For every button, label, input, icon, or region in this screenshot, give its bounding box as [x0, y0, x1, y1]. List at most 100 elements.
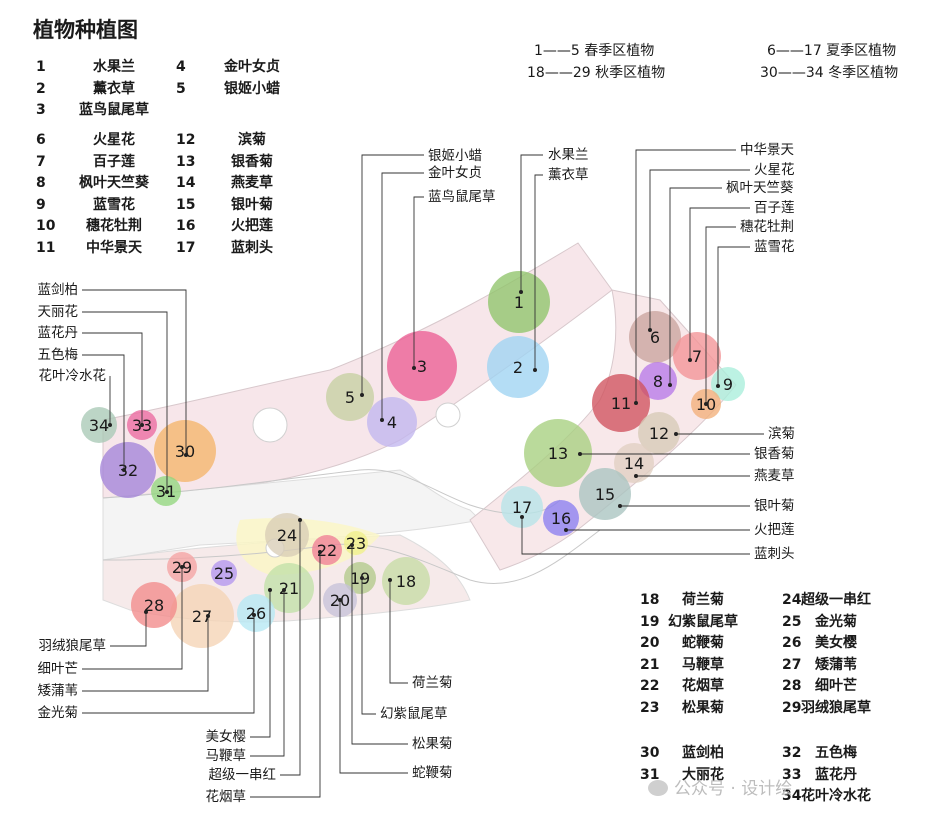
leader-line	[82, 332, 143, 425]
legend-number: 34	[782, 788, 802, 804]
legend-number: 10	[36, 218, 56, 234]
leader-dot	[180, 565, 184, 569]
plant-number: 19	[350, 569, 370, 588]
plant-number: 2	[513, 358, 523, 377]
leader-dot	[338, 598, 342, 602]
leader-dot	[298, 518, 302, 522]
callout-label: 燕麦草	[754, 468, 795, 484]
leader-dot	[674, 432, 678, 436]
legend-number: 6	[36, 132, 46, 148]
callout-label: 滨菊	[768, 426, 795, 442]
season-legend-spring: 1——5 春季区植物	[534, 43, 655, 59]
legend-number: 29	[782, 699, 802, 716]
callout-label: 蓝雪花	[754, 239, 795, 255]
legend-number: 1	[36, 59, 46, 75]
legend-plant-name: 蛇鞭菊	[682, 635, 724, 651]
leader-dot	[704, 402, 708, 406]
legend-plant-name: 火把莲	[231, 218, 273, 234]
legend-plant-name: 枫叶天竺葵	[79, 175, 149, 191]
legend-plant-name: 薰衣草	[93, 80, 135, 97]
callout-label: 超级一串红	[209, 767, 277, 783]
leader-line	[110, 612, 147, 647]
plant-number: 30	[175, 442, 195, 461]
legend-plant-name: 金叶女贞	[224, 59, 280, 75]
page-title: 植物种植图	[33, 18, 138, 42]
legend-plant-name: 中华景天	[86, 239, 142, 256]
plant-number: 16	[551, 509, 571, 528]
callout-label: 美女樱	[206, 728, 247, 745]
leader-line	[361, 154, 424, 395]
season-legend-autumn: 18——29 秋季区植物	[527, 65, 666, 81]
plant-circle	[614, 443, 654, 483]
legend-plant-name: 蓝雪花	[93, 196, 135, 213]
legend-plant-name: 美女樱	[815, 635, 857, 651]
plant-number: 6	[650, 328, 660, 347]
legend-number: 12	[176, 132, 196, 148]
leader-line	[82, 311, 168, 492]
callout-label: 银叶菊	[754, 498, 795, 514]
leader-dot	[688, 358, 692, 362]
plant-number: 5	[345, 388, 355, 407]
legend-plant-name: 五色梅	[815, 745, 857, 761]
legend-plant-name: 矮蒲苇	[815, 656, 857, 673]
leader-line	[705, 226, 736, 404]
legend-number: 28	[782, 678, 802, 694]
plant-circle	[639, 362, 677, 400]
leader-line	[520, 154, 543, 292]
plant-circle	[387, 331, 457, 401]
leader-line	[717, 246, 750, 386]
legend-number: 14	[176, 175, 196, 191]
leader-line	[280, 520, 301, 776]
callout-label: 银姬小蜡	[428, 148, 482, 164]
leader-dot	[282, 588, 286, 592]
leader-dot	[122, 468, 126, 472]
callout-label: 火星花	[754, 162, 795, 178]
leader-dot	[519, 290, 523, 294]
legend-number: 16	[176, 218, 196, 234]
legend-plant-name: 银姬小蜡	[224, 80, 280, 97]
callout-label: 荷兰菊	[412, 675, 453, 691]
legend-number: 2	[36, 80, 46, 97]
plant-number: 22	[317, 541, 337, 560]
plant-number: 21	[279, 579, 299, 598]
callout-label: 幻紫鼠尾草	[380, 706, 448, 722]
plant-number: 3	[417, 357, 427, 376]
plant-number: 18	[396, 572, 416, 591]
legend-number: 32	[782, 745, 802, 761]
legend-plant-name: 蓝鸟鼠尾草	[79, 102, 149, 118]
legend-number: 9	[36, 196, 46, 213]
plant-circle	[524, 419, 592, 487]
leader-line	[82, 615, 255, 714]
legend-number: 13	[176, 153, 196, 170]
legend-plant-name: 羽绒狼尾草	[801, 699, 871, 716]
legend-number: 7	[36, 153, 46, 170]
plant-circle	[673, 332, 721, 380]
legend-plant-name: 马鞭草	[682, 656, 724, 673]
callout-label: 中华景天	[740, 142, 794, 158]
leader-dot	[108, 423, 112, 427]
callout-label: 薰衣草	[548, 167, 589, 183]
plant-number: 28	[144, 596, 164, 615]
legend-number: 33	[782, 766, 802, 783]
legend-number: 11	[36, 239, 56, 256]
callout-label: 水果兰	[548, 147, 589, 163]
legend-plant-name: 水果兰	[93, 59, 135, 75]
leader-line	[82, 354, 125, 470]
leader-line	[250, 590, 271, 738]
leader-dot	[618, 504, 622, 508]
plant-circle	[131, 582, 177, 628]
leader-dot	[578, 452, 582, 456]
plant-circle	[488, 271, 550, 333]
plant-number: 23	[346, 534, 366, 553]
callout-label: 羽绒狼尾草	[39, 638, 107, 654]
leader-line	[381, 172, 424, 420]
leader-dot	[380, 418, 384, 422]
plant-circle	[312, 535, 342, 565]
callout-label: 蛇鞭菊	[412, 765, 453, 781]
pond-circle	[252, 407, 288, 443]
plant-circle	[265, 513, 309, 557]
plant-number: 27	[192, 607, 212, 626]
plant-circle	[100, 442, 156, 498]
callout-label: 花烟草	[206, 789, 247, 805]
